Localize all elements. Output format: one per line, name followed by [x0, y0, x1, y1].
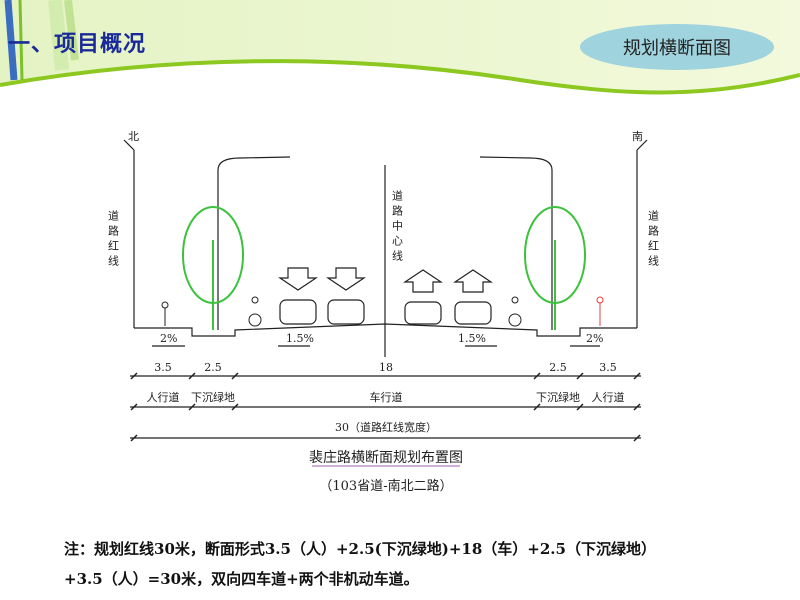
diagram-subcaption: （103省道-南北二路）: [319, 478, 452, 494]
dim-label: 2.5: [549, 361, 567, 374]
dim-label: 3.5: [599, 361, 617, 374]
south-label: 南: [632, 130, 643, 143]
diagram-caption: 裴庄路横断面规划布置图: [309, 449, 463, 466]
total-width-label: 30（道路红线宽度）: [335, 420, 437, 434]
section-badge: 规划横断面图: [580, 24, 774, 70]
section-badge-label: 规划横断面图: [623, 38, 731, 59]
car-icons: [279, 299, 492, 325]
zone-label: 车行道: [370, 390, 403, 404]
tree-icons: [182, 206, 586, 330]
zone-label: 下沉绿地: [191, 390, 235, 404]
center-line-label: 道路中心线: [391, 189, 404, 265]
note-line-2: +3.5（人）=30米，双向四车道+两个非机动车道。: [64, 570, 419, 588]
slope-label: 2%: [160, 332, 177, 345]
red-line-right-label: 道路红线: [647, 209, 660, 270]
zone-label: 下沉绿地: [536, 390, 580, 404]
dim-label: 3.5: [154, 361, 172, 374]
cross-section-diagram: 北 南 道路红线 道路红线 道路中心线 2% 1.5% 1.5% 2% 3.5 …: [107, 130, 660, 494]
slope-label: 2%: [586, 332, 603, 345]
slope-label: 1.5%: [458, 332, 486, 345]
dim-label: 2.5: [204, 361, 222, 374]
red-line-left-label: 道路红线: [107, 209, 120, 270]
pedestrian-icons: [161, 296, 604, 327]
direction-arrows: [278, 267, 493, 293]
slide-title: 一、项目概况: [8, 31, 147, 57]
zone-label: 人行道: [147, 390, 180, 404]
note-line-1: 注：规划红线30米，断面形式3.5（人）+2.5(下沉绿地)+18（车）+2.5…: [64, 540, 656, 558]
north-label: 北: [128, 130, 139, 143]
slope-label: 1.5%: [286, 332, 314, 345]
zone-label: 人行道: [592, 390, 625, 404]
dim-label: 18: [379, 361, 393, 374]
